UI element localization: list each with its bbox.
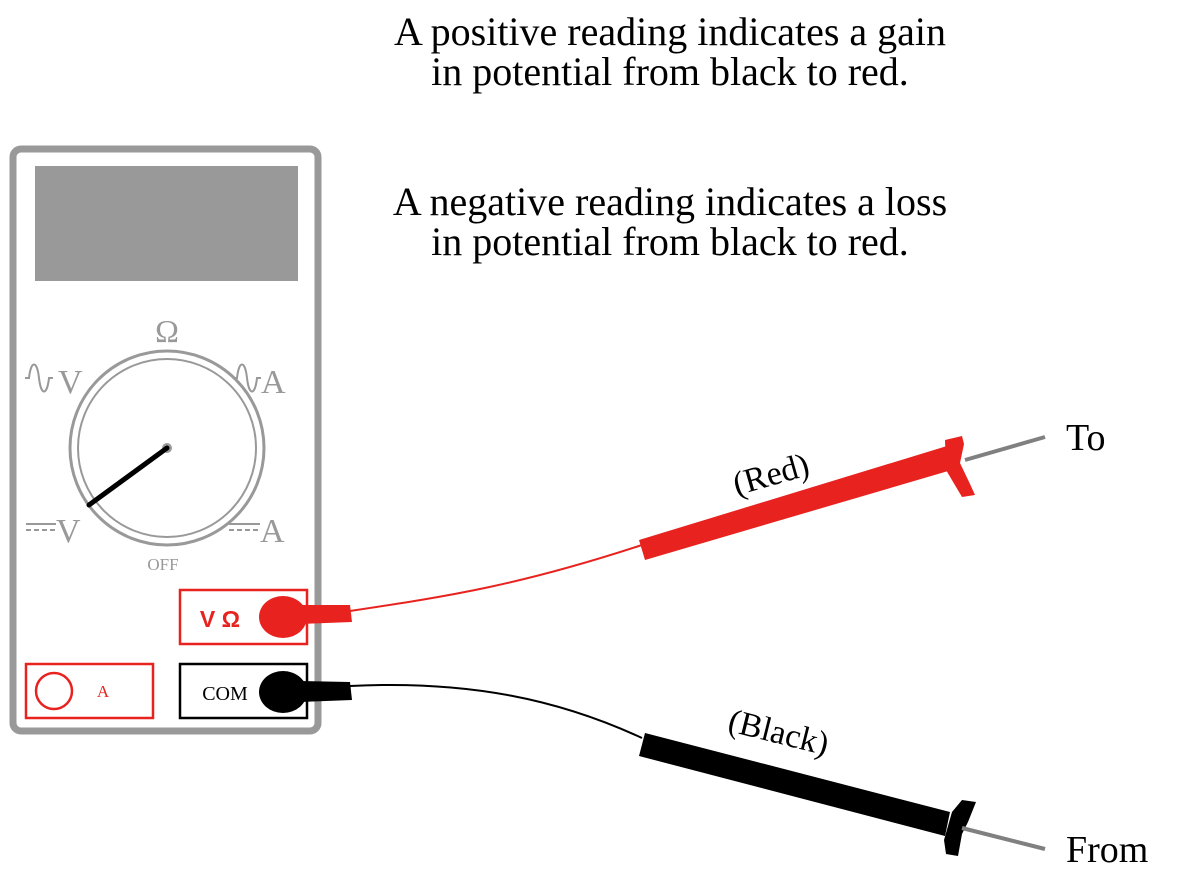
com-jack-label: COM xyxy=(202,683,248,705)
black-lead-label: (Black) xyxy=(725,703,833,764)
red-lead-end-label: To xyxy=(1066,417,1106,459)
meter-display xyxy=(35,166,298,281)
black-probe[interactable] xyxy=(639,733,1046,856)
dc-amps-text: A xyxy=(260,513,285,550)
dc-amps-label: A xyxy=(229,513,285,550)
red-probe-handle xyxy=(639,446,955,560)
positive-reading-caption: A positive reading indicates a gain in p… xyxy=(330,12,1010,92)
dial-pointer xyxy=(86,445,170,508)
black-probe-guard xyxy=(944,800,976,856)
red-probe-guard xyxy=(945,436,975,497)
v-ohm-jack-label: V Ω xyxy=(200,606,240,632)
dc-volts-text: V xyxy=(56,513,81,550)
amps-jack-label: A xyxy=(97,682,110,701)
ac-amps-label: A xyxy=(233,363,286,401)
ohm-label: Ω xyxy=(155,313,179,349)
ac-volts-text: V xyxy=(58,364,83,401)
red-banana-plug[interactable] xyxy=(259,596,352,638)
negative-caption-line1: A negative reading indicates a loss xyxy=(392,179,948,224)
positive-caption-line1: A positive reading indicates a gain xyxy=(393,9,947,54)
red-probe-tip xyxy=(964,435,1046,462)
off-label: OFF xyxy=(147,555,178,574)
positive-caption-line2: in potential from black to red. xyxy=(431,49,909,94)
black-probe-tip xyxy=(961,826,1046,851)
ac-amps-text: A xyxy=(261,364,286,401)
red-lead-wire xyxy=(349,544,643,612)
negative-reading-caption: A negative reading indicates a loss in p… xyxy=(330,182,1010,262)
negative-caption-line2: in potential from black to red. xyxy=(431,219,909,264)
black-probe-handle xyxy=(639,733,950,836)
ac-sine-icon xyxy=(25,363,53,393)
ac-sine-icon xyxy=(233,363,261,393)
red-probe[interactable] xyxy=(639,435,1046,560)
black-banana-plug[interactable] xyxy=(259,671,352,713)
ac-volts-label: V xyxy=(25,363,83,401)
amps-jack-socket xyxy=(34,671,74,711)
black-lead-end-label: From xyxy=(1066,829,1148,871)
black-lead-wire xyxy=(349,683,643,739)
rotary-dial[interactable] xyxy=(68,349,266,547)
amps-jack[interactable]: A xyxy=(24,662,155,720)
dc-volts-label: V xyxy=(26,513,81,550)
